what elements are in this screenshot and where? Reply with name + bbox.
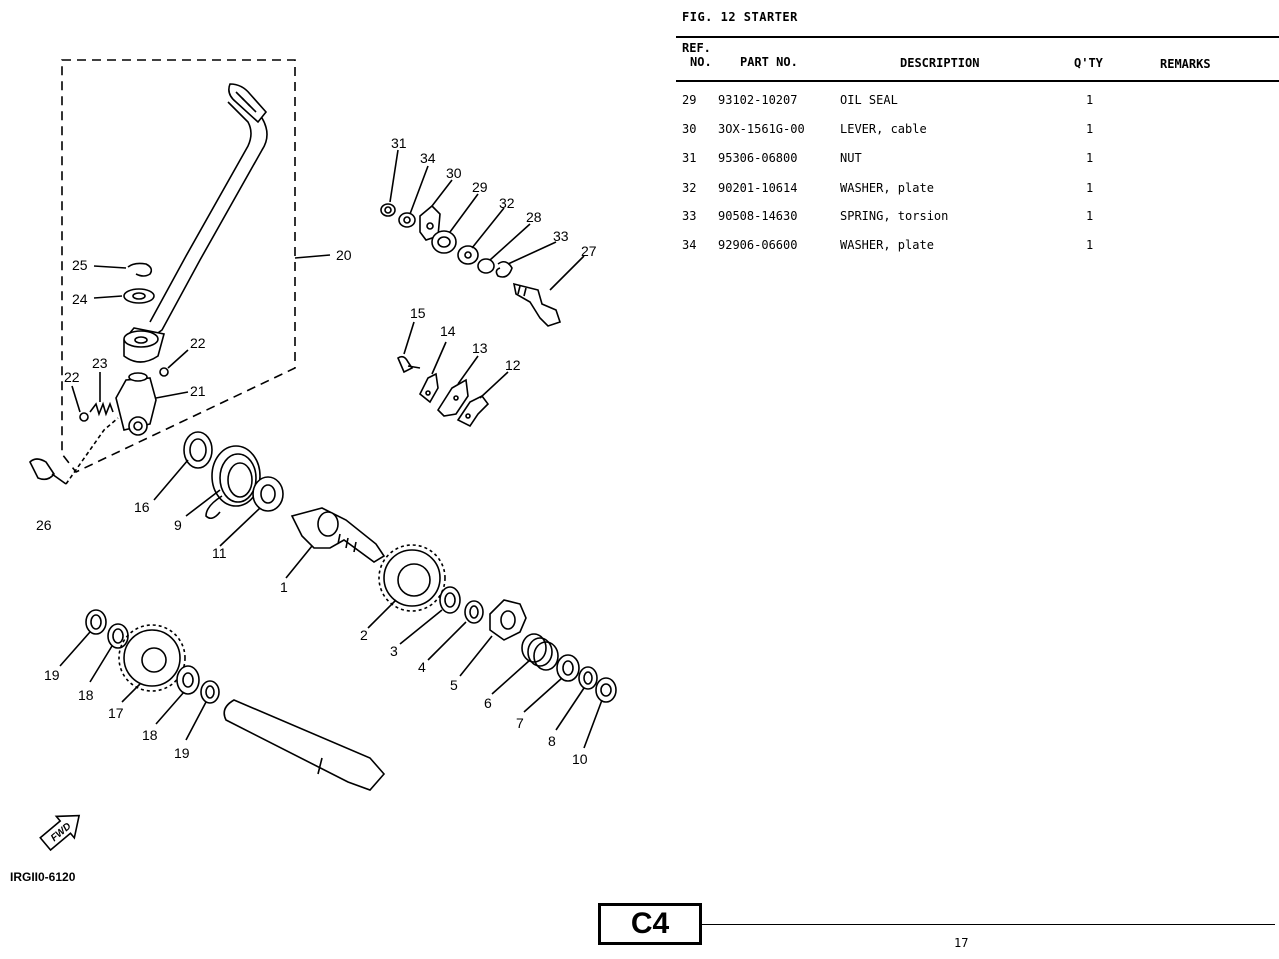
callout-24: 24 [72,291,88,307]
callout-19-right: 19 [174,745,190,761]
callout-26: 26 [36,517,52,533]
callout-10: 10 [572,751,588,767]
callout-22-upper: 22 [190,335,206,351]
quantity: 1 [1086,93,1094,107]
callout-32: 32 [499,195,515,211]
callout-12: 12 [505,357,521,373]
description: LEVER, cable [840,122,927,136]
col-header-remarks: REMARKS [1160,57,1211,71]
spring-23 [89,401,114,417]
callout-1: 1 [280,579,288,595]
exploded-parts-diagram: 31 34 30 29 32 28 33 27 20 25 24 22 23 2… [10,59,617,884]
description: OIL SEAL [840,93,898,107]
callout-17: 17 [108,705,124,721]
col-header-ref-1: REF. [682,41,711,55]
callout-18-left: 18 [78,687,94,703]
col-header-description: DESCRIPTION [900,56,980,70]
callout-19-left: 19 [44,667,60,683]
ref-no: 29 [682,93,697,107]
ref-no: 30 [682,122,697,136]
callout-14: 14 [440,323,456,339]
ball-22-lower [79,412,89,422]
table-row: 30 3OX-1561G-00 LEVER, cable 1 [0,122,1279,142]
figure-title: FIG. 12 STARTER [682,10,798,24]
circlip-25 [127,262,153,277]
kick-lever-arm [147,83,268,341]
kick-shaft-assembly [183,431,617,703]
callout-labels: 31 34 30 29 32 28 33 27 20 25 24 22 23 2… [36,135,597,767]
section-badge: C4 [598,903,702,945]
description: SPRING, torsion [840,209,949,223]
table-row: 29 93102-10207 OIL SEAL 1 [0,93,1279,113]
part-number: 95306-06800 [718,151,798,165]
cable-lever-cluster [380,203,562,327]
diagram-code: IRGII0-6120 [10,870,76,884]
callout-8: 8 [548,733,556,749]
ref-no: 34 [682,238,697,252]
callout-20: 20 [336,247,352,263]
leader-20 [294,254,331,259]
table-row: 33 90508-14630 SPRING, torsion 1 [0,209,1279,229]
ref-no: 31 [682,151,697,165]
lever-boss [123,327,165,363]
leader-lines [59,149,603,749]
plate-cluster [397,355,490,428]
callout-25: 25 [72,257,88,273]
description: NUT [840,151,862,165]
part-number: 90201-10614 [718,181,798,195]
callout-29: 29 [472,179,488,195]
idle-gear-cluster [85,609,386,791]
part-number: 90508-14630 [718,209,798,223]
callout-2: 2 [360,627,368,643]
ref-no: 32 [682,181,697,195]
table-row: 31 95306-06800 NUT 1 [0,151,1279,171]
callout-9: 9 [174,517,182,533]
callout-22-lower: 22 [64,369,80,385]
bolt-26 [29,417,119,485]
callout-3: 3 [390,643,398,659]
part-number: 93102-10207 [718,93,798,107]
callout-18-right: 18 [142,727,158,743]
washer-24 [123,288,155,304]
ball-22-upper [159,367,169,377]
table-top-rule [676,36,1279,38]
description: WASHER, plate [840,181,934,195]
callout-28: 28 [526,209,542,225]
col-header-ref-2: NO. [690,55,712,69]
callout-4: 4 [418,659,426,675]
ref-no: 33 [682,209,697,223]
quantity: 1 [1086,151,1094,165]
callout-21: 21 [190,383,206,399]
col-header-part-no: PART NO. [740,55,798,69]
footer-rule [702,924,1275,925]
callout-34: 34 [420,150,436,166]
callout-5: 5 [450,677,458,693]
callout-27: 27 [581,243,597,259]
table-row: 32 90201-10614 WASHER, plate 1 [0,181,1279,201]
callout-7: 7 [516,715,524,731]
callout-15: 15 [410,305,426,321]
fwd-arrow-icon: FWD [39,814,81,852]
table-header-rule [676,80,1279,82]
col-header-qty: Q'TY [1074,56,1103,70]
quantity: 1 [1086,209,1094,223]
callout-13: 13 [472,340,488,356]
callout-23: 23 [92,355,108,371]
quantity: 1 [1086,122,1094,136]
table-row: 34 92906-06600 WASHER, plate 1 [0,238,1279,258]
part-number: 92906-06600 [718,238,798,252]
part-number: 3OX-1561G-00 [718,122,805,136]
callout-30: 30 [446,165,462,181]
callout-16: 16 [134,499,150,515]
quantity: 1 [1086,181,1094,195]
page-number: 17 [954,936,969,950]
pivot-boss-21 [115,372,157,436]
kick-lever-group-outline [61,59,296,473]
quantity: 1 [1086,238,1094,252]
callout-11: 11 [212,545,227,561]
callout-31: 31 [391,135,407,151]
description: WASHER, plate [840,238,934,252]
callout-33: 33 [553,228,569,244]
callout-6: 6 [484,695,492,711]
